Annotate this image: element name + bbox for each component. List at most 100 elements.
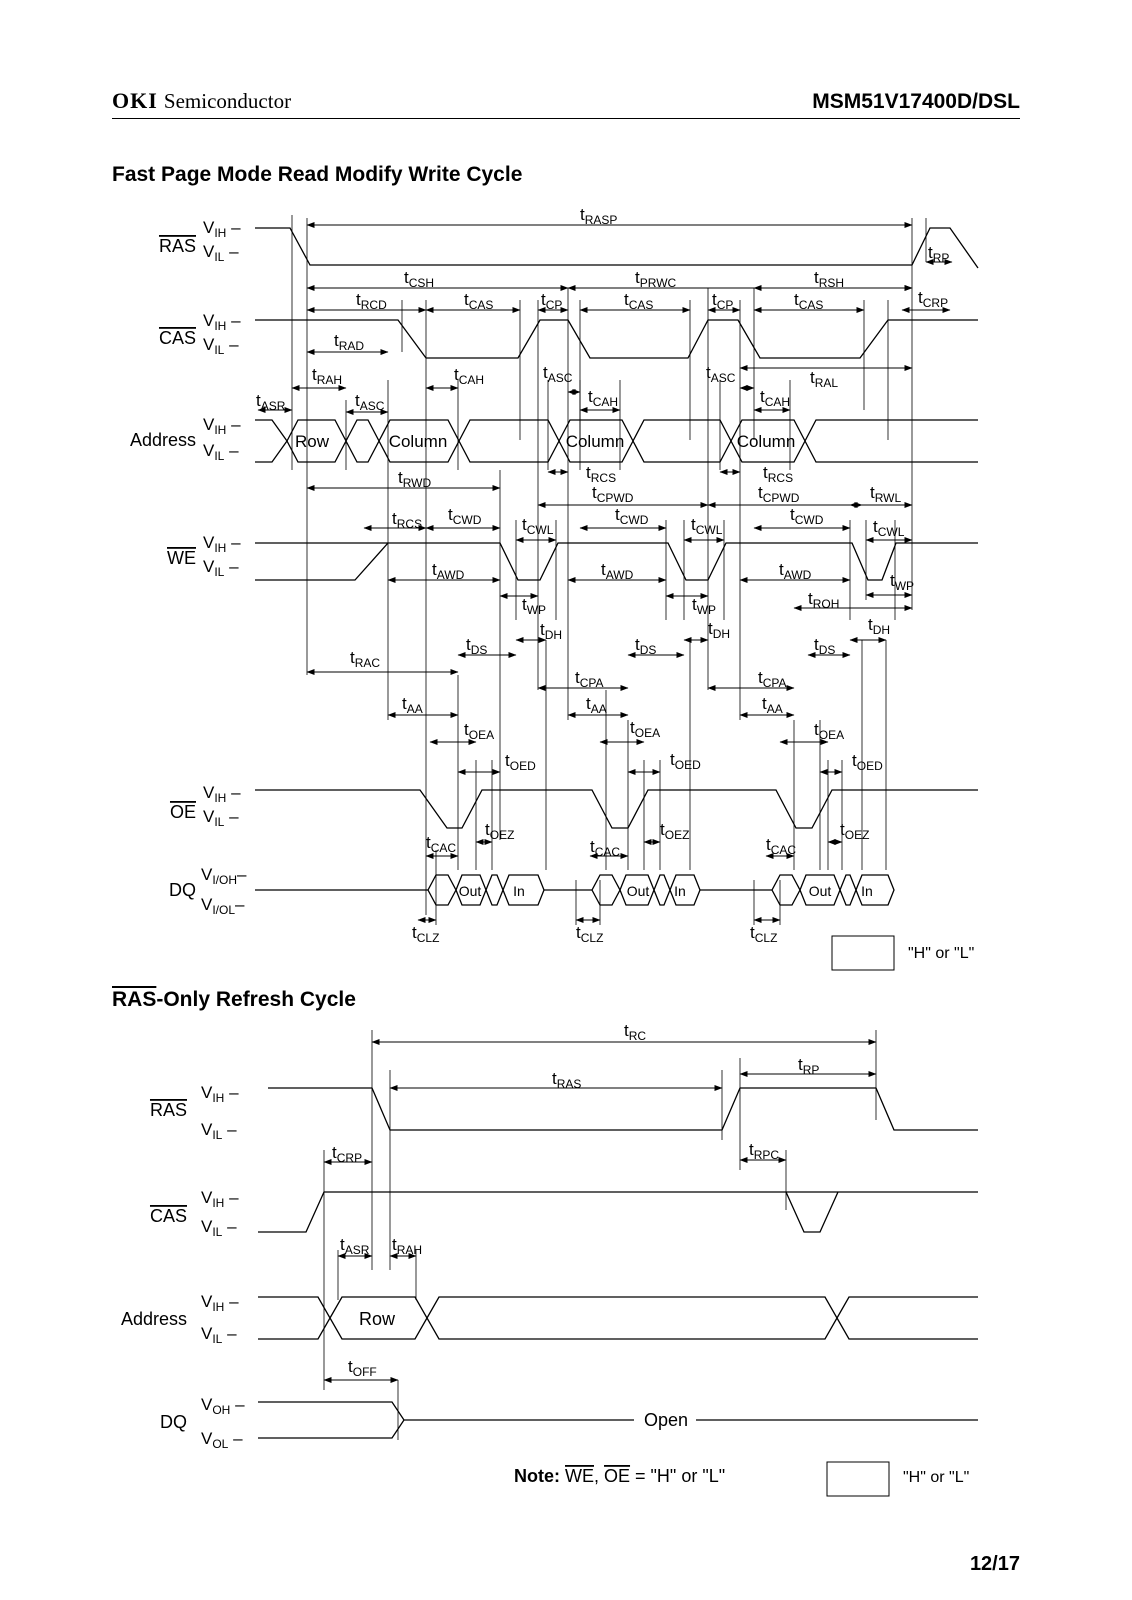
d1-dq-out-label: Out (809, 883, 832, 899)
d2-level-vih-label: VIH – (201, 1188, 239, 1210)
d2-level-vih-label: VIH – (201, 1292, 239, 1314)
d1-level-viol-label: VI/OL– (201, 895, 245, 917)
d2-signal-dq-label: DQ (160, 1412, 187, 1432)
timing-label-tcas: tCAS (624, 290, 653, 312)
timing-label-tclz: tCLZ (412, 923, 439, 945)
timing-label-tds: tDS (635, 635, 656, 657)
d1-level-vih-label: VIH – (203, 533, 241, 555)
d1-signal-dq-label: DQ (169, 880, 196, 900)
timing-label-tdh: tDH (708, 619, 730, 641)
d1-cas-waveform (255, 319, 978, 359)
timing-label-tcpwd: tCPWD (592, 483, 634, 505)
d1-level-vioh-label: VI/OH– (201, 865, 247, 887)
timing-label-troh: tROH (808, 589, 839, 611)
timing-label-tcrp: tCRP (332, 1143, 362, 1165)
d2-legend-box (826, 1461, 890, 1497)
d1-guide-lines (291, 215, 927, 925)
timing-label-tcah: tCAH (588, 387, 618, 409)
d1-dq-out-label: Out (459, 883, 482, 899)
timing-label-tcas: tCAS (464, 290, 493, 312)
timing-label-tcah: tCAH (454, 365, 484, 387)
d1-timing-arrows (257, 222, 953, 923)
timing-label-tawd: tAWD (779, 560, 812, 582)
timing-label-taa: tAA (586, 694, 607, 716)
timing-label-trp: tRP (798, 1055, 819, 1077)
timing-label-toez: tOEZ (485, 820, 514, 842)
d1-address-column-label: Column (737, 432, 796, 451)
d1-address-column-label: Column (389, 432, 448, 451)
brand-suffix: Semiconductor (163, 89, 292, 113)
d1-legend-label: "H" or "L" (908, 945, 974, 962)
d2-dq-open-label: Open (644, 1410, 688, 1430)
timing-label-toed: tOED (505, 751, 536, 773)
d1-signal-ras-label: RAS (159, 236, 196, 256)
d2-note: Note: WE, OE = "H" or "L" (514, 1466, 725, 1486)
d1-level-vih-label: VIH – (203, 311, 241, 333)
d1-dq-waveform (255, 874, 895, 906)
timing-label-tprwc: tPRWC (635, 268, 677, 290)
d1-signal-we-label: WE (167, 548, 196, 568)
timing-label-toea: tOEA (814, 720, 844, 742)
d1-address-row-label: Row (295, 432, 330, 451)
d1-legend-box (831, 935, 895, 971)
timing-label-trsh: tRSH (814, 268, 844, 290)
timing-label-tcwl: tCWL (522, 515, 554, 537)
brand-logo: OKI (112, 88, 158, 113)
timing-label-tcsh: tCSH (404, 268, 434, 290)
timing-label-trp: tRP (928, 243, 949, 265)
d2-level-vol-label: VOL – (201, 1429, 243, 1451)
timing-label-tasc: tASC (543, 363, 573, 385)
timing-label-tcwl: tCWL (873, 517, 905, 539)
d1-dq-in-label: In (513, 883, 525, 899)
timing-label-tcac: tCAC (590, 837, 620, 859)
d2-level-vil-label: VIL – (201, 1324, 237, 1346)
d1-signal-address-label: Address (130, 430, 196, 450)
timing-label-tcwd: tCWD (448, 505, 482, 527)
timing-label-tcp: tCP (541, 290, 562, 312)
d2-ras-waveform (268, 1087, 978, 1131)
timing-label-tasr: tASR (256, 391, 286, 413)
timing-label-trcd: tRCD (356, 290, 387, 312)
d1-dq-out-label: Out (627, 883, 650, 899)
timing-label-tcwd: tCWD (790, 505, 824, 527)
d1-address-column-label: Column (566, 432, 625, 451)
timing-label-trcs: tRCS (586, 463, 616, 485)
timing-label-tcp: tCP (712, 290, 733, 312)
timing-label-trcs: tRCS (392, 509, 422, 531)
d2-address-row-label: Row (359, 1309, 396, 1329)
timing-label-trac: tRAC (350, 648, 380, 670)
d2-level-vil-label: VIL – (201, 1217, 237, 1239)
timing-label-trah: tRAH (392, 1235, 422, 1257)
d1-address-waveform (255, 419, 978, 463)
timing-label-twp: tWP (692, 595, 716, 617)
diagram1-title: Fast Page Mode Read Modify Write Cycle (112, 163, 523, 186)
d1-dq-in-label: In (674, 883, 686, 899)
timing-label-tcwd: tCWD (615, 505, 649, 527)
timing-label-tasc: tASC (706, 363, 736, 385)
timing-label-trah: tRAH (312, 365, 342, 387)
timing-label-tras: tRAS (552, 1069, 581, 1091)
timing-label-toea: tOEA (630, 718, 660, 740)
timing-label-tawd: tAWD (432, 560, 465, 582)
d2-guide-lines (323, 1030, 877, 1440)
d2-address-waveform (258, 1296, 978, 1340)
timing-label-tclz: tCLZ (750, 923, 777, 945)
timing-label-trwd: tRWD (398, 468, 432, 490)
d1-signal-oe-label: OE (170, 802, 196, 822)
timing-label-tcpa: tCPA (575, 668, 604, 690)
d1-level-vil-label: VIL – (203, 557, 239, 579)
timing-label-tasr: tASR (340, 1235, 370, 1257)
d2-legend-label: "H" or "L" (903, 1469, 969, 1486)
timing-label-tcpa: tCPA (758, 668, 787, 690)
d1-dq-in-label: In (861, 883, 873, 899)
timing-label-toez: tOEZ (840, 820, 869, 842)
d1-level-vih-label: VIH – (203, 415, 241, 437)
timing-label-tcac: tCAC (766, 835, 796, 857)
d1-level-vil-label: VIL – (203, 335, 239, 357)
d1-level-vih-label: VIH – (203, 218, 241, 240)
timing-label-taa: tAA (762, 694, 783, 716)
timing-label-trcs: tRCS (763, 463, 793, 485)
timing-label-toff: tOFF (348, 1357, 377, 1379)
